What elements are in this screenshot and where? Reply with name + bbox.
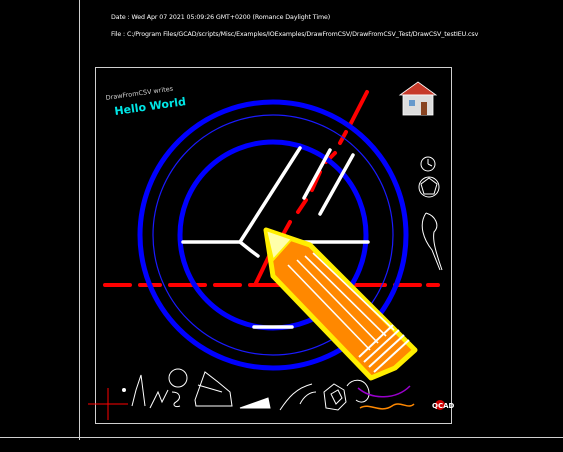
shape-samples — [122, 368, 370, 411]
polygon-icon — [418, 176, 440, 198]
bottom-margin-line — [0, 437, 563, 438]
date-header: Date : Wed Apr 07 2021 05:09:26 GMT+0200… — [111, 14, 331, 21]
clock-icon — [420, 156, 436, 172]
swoosh-shapes — [357, 385, 415, 410]
pencil-icon — [263, 227, 418, 381]
svg-text:QCAD: QCAD — [432, 402, 455, 410]
outer-circle — [137, 99, 409, 371]
file-path-header: File : C:/Program Files/GCAD/scripts/Mis… — [111, 31, 479, 38]
crosshair-icon — [88, 388, 128, 420]
house-icon — [398, 81, 438, 116]
left-margin-line — [79, 0, 80, 440]
middle-circle — [152, 114, 394, 356]
drawing-frame — [95, 67, 452, 424]
horn-icon — [421, 212, 443, 271]
road-lines — [181, 146, 370, 329]
qcad-logo: QCAD — [432, 400, 455, 410]
